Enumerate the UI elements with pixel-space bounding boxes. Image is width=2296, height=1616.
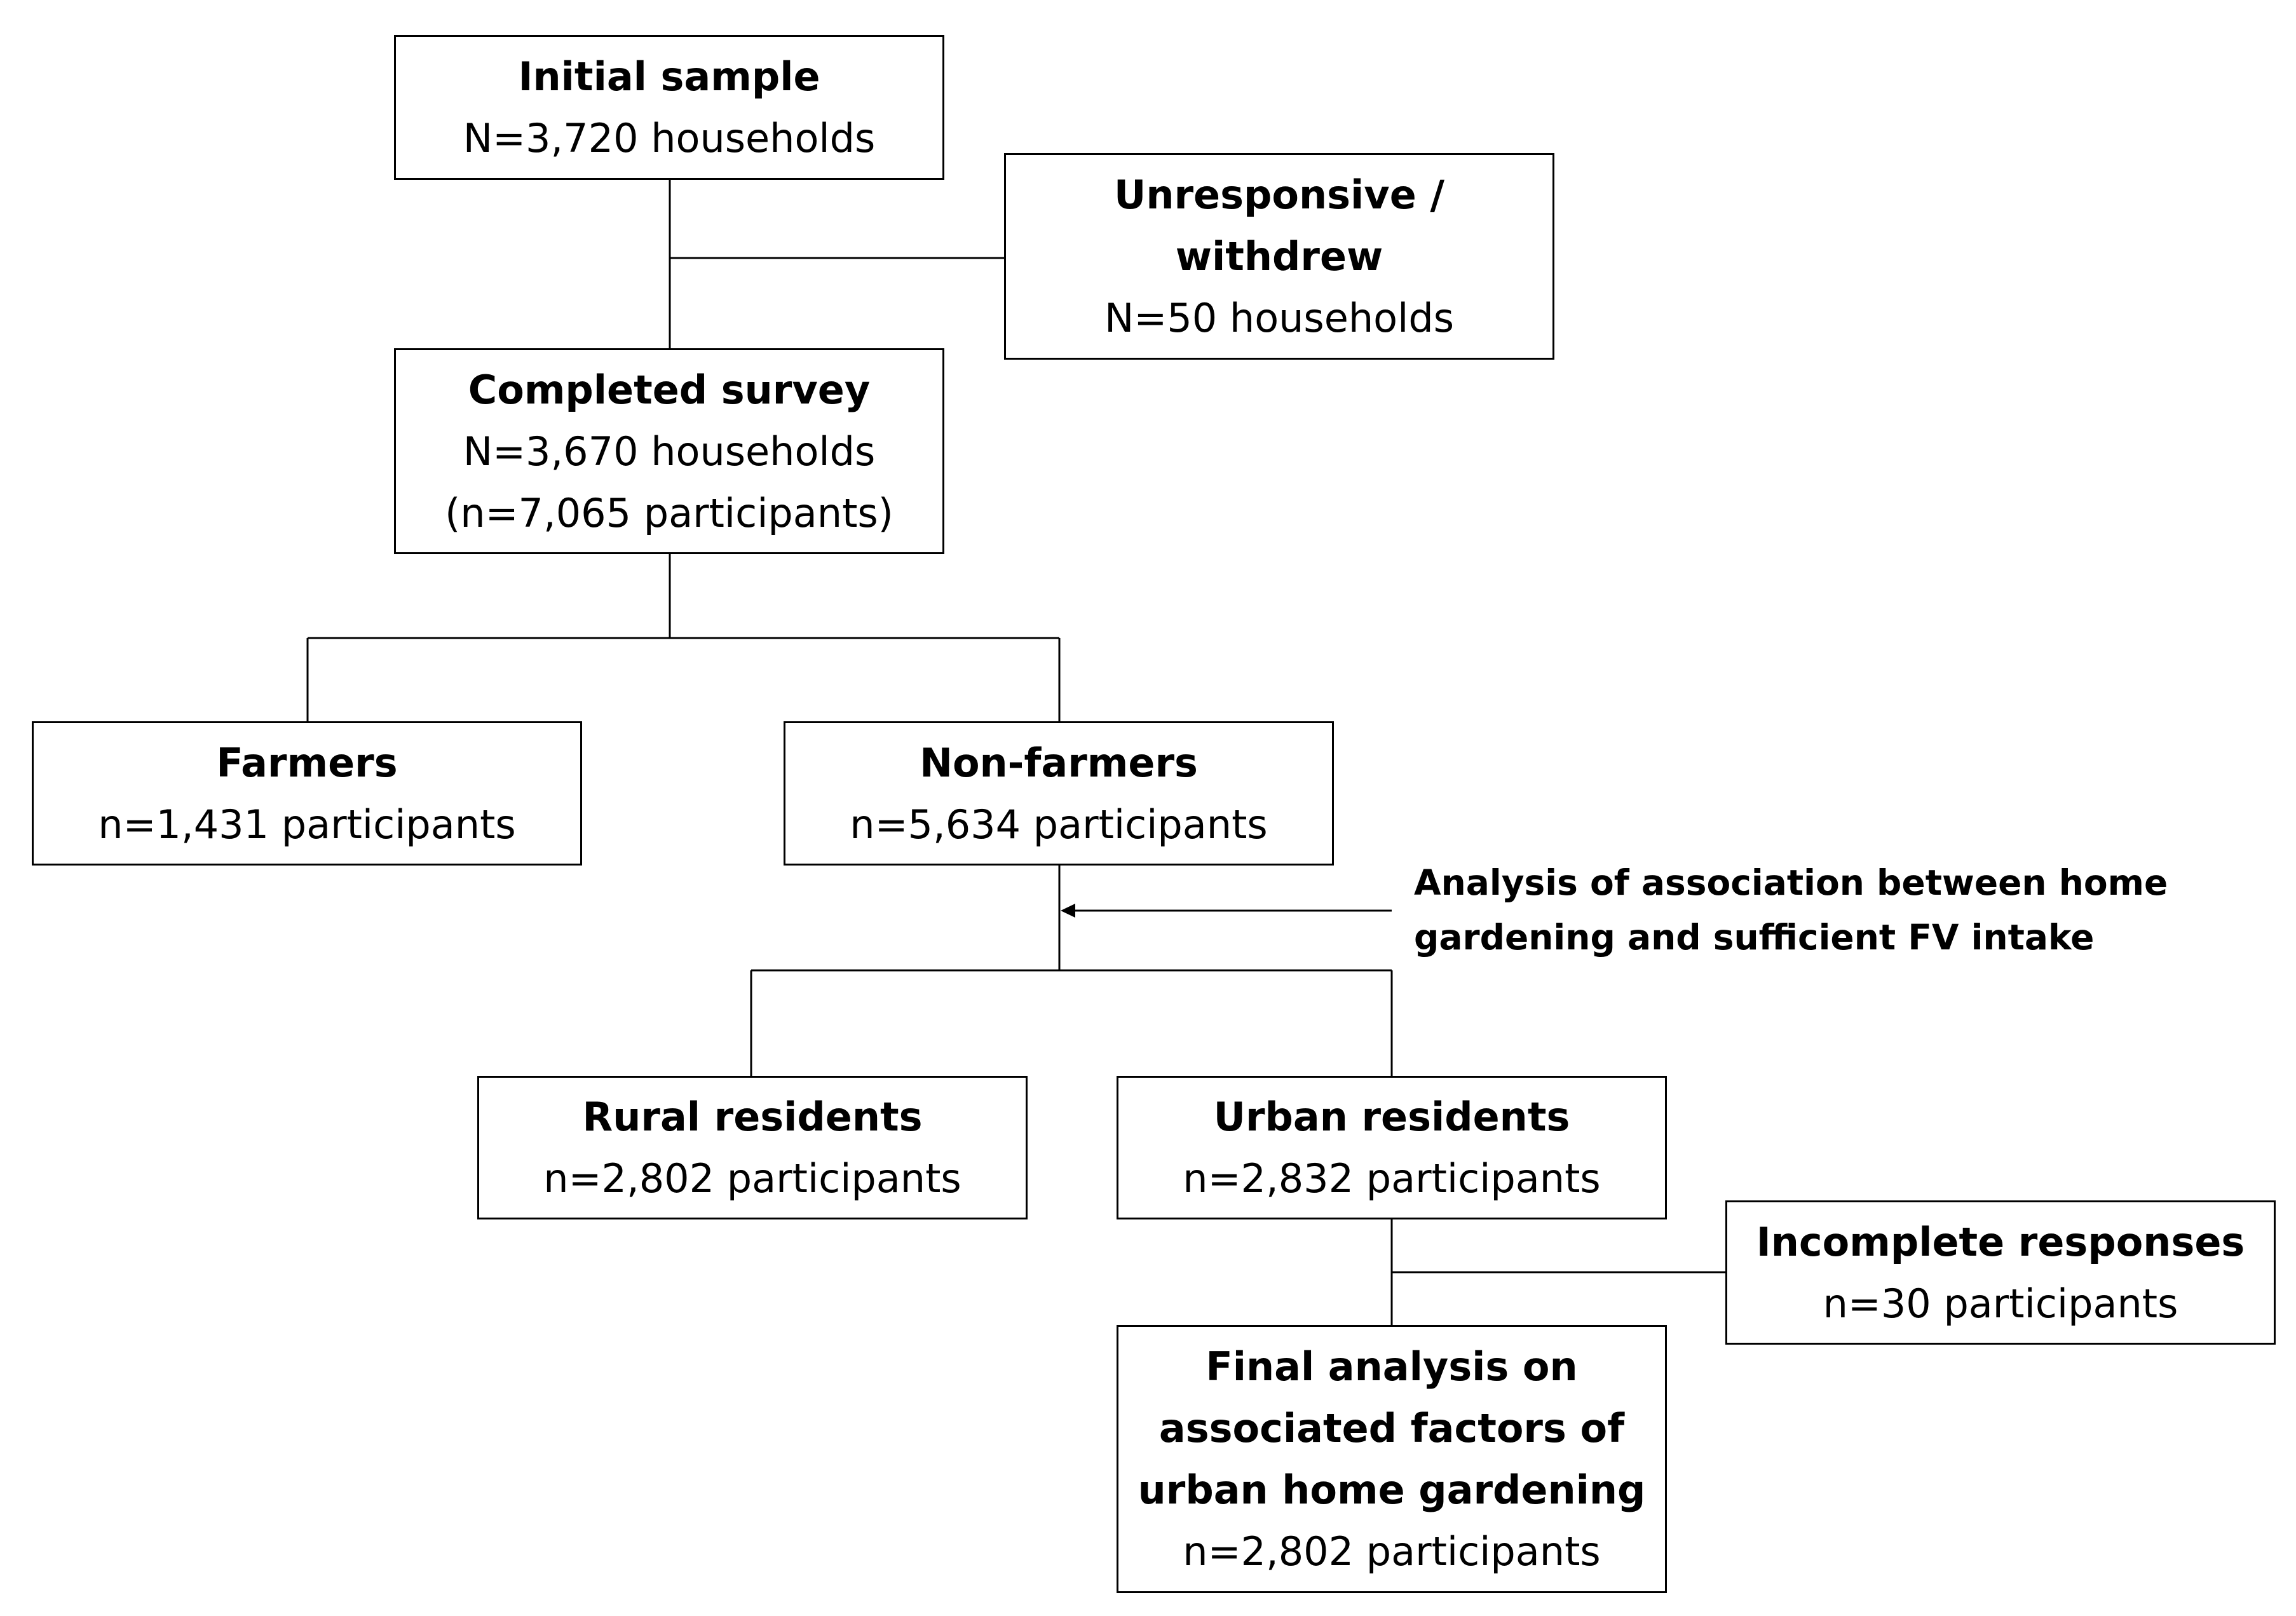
non-farmers-count: n=5,634 participants [850,801,1268,848]
incomplete-responses-count: n=30 participants [1823,1280,2178,1327]
non-farmers-title: Non-farmers [920,739,1198,786]
annotation-arrowhead [1061,904,1075,918]
urban-residents-title: Urban residents [1213,1094,1570,1140]
box-farmers: Farmers n=1,431 participants [32,721,582,866]
initial-sample-count: N=3,720 households [463,115,876,161]
final-analysis-count: n=2,802 participants [1183,1528,1601,1575]
rural-residents-title: Rural residents [582,1094,923,1140]
box-rural-residents: Rural residents n=2,802 participants [477,1076,1028,1219]
final-analysis-title-line-1: Final analysis on [1206,1343,1578,1390]
rural-residents-count: n=2,802 participants [543,1155,961,1202]
box-completed-survey: Completed survey N=3,670 households (n=7… [394,348,944,554]
annotation-fv-analysis: Analysis of association between home gar… [1414,855,2168,965]
urban-residents-count: n=2,832 participants [1183,1155,1601,1202]
box-unresponsive: Unresponsive / withdrew N=50 households [1004,153,1554,360]
farmers-title: Farmers [216,739,398,786]
final-analysis-title-line-3: urban home gardening [1138,1467,1646,1513]
completed-survey-participants: (n=7,065 participants) [445,489,893,536]
box-initial-sample: Initial sample N=3,720 households [394,35,944,180]
box-incomplete-responses: Incomplete responses n=30 participants [1725,1200,2276,1345]
box-final-analysis: Final analysis on associated factors of … [1117,1325,1667,1593]
unresponsive-count: N=50 households [1104,295,1454,341]
annotation-line-2: gardening and sufficient FV intake [1414,917,2095,958]
box-urban-residents: Urban residents n=2,832 participants [1117,1076,1667,1219]
unresponsive-title-line-1: Unresponsive / [1114,172,1444,218]
final-analysis-title-line-2: associated factors of [1158,1405,1625,1451]
completed-survey-title: Completed survey [468,366,871,413]
unresponsive-title-line-2: withdrew [1175,233,1383,280]
box-non-farmers: Non-farmers n=5,634 participants [784,721,1334,866]
incomplete-responses-title: Incomplete responses [1756,1218,2245,1265]
initial-sample-title: Initial sample [518,53,820,100]
farmers-count: n=1,431 participants [98,801,516,848]
completed-survey-households: N=3,670 households [463,428,876,475]
annotation-line-1: Analysis of association between home [1414,862,2168,903]
